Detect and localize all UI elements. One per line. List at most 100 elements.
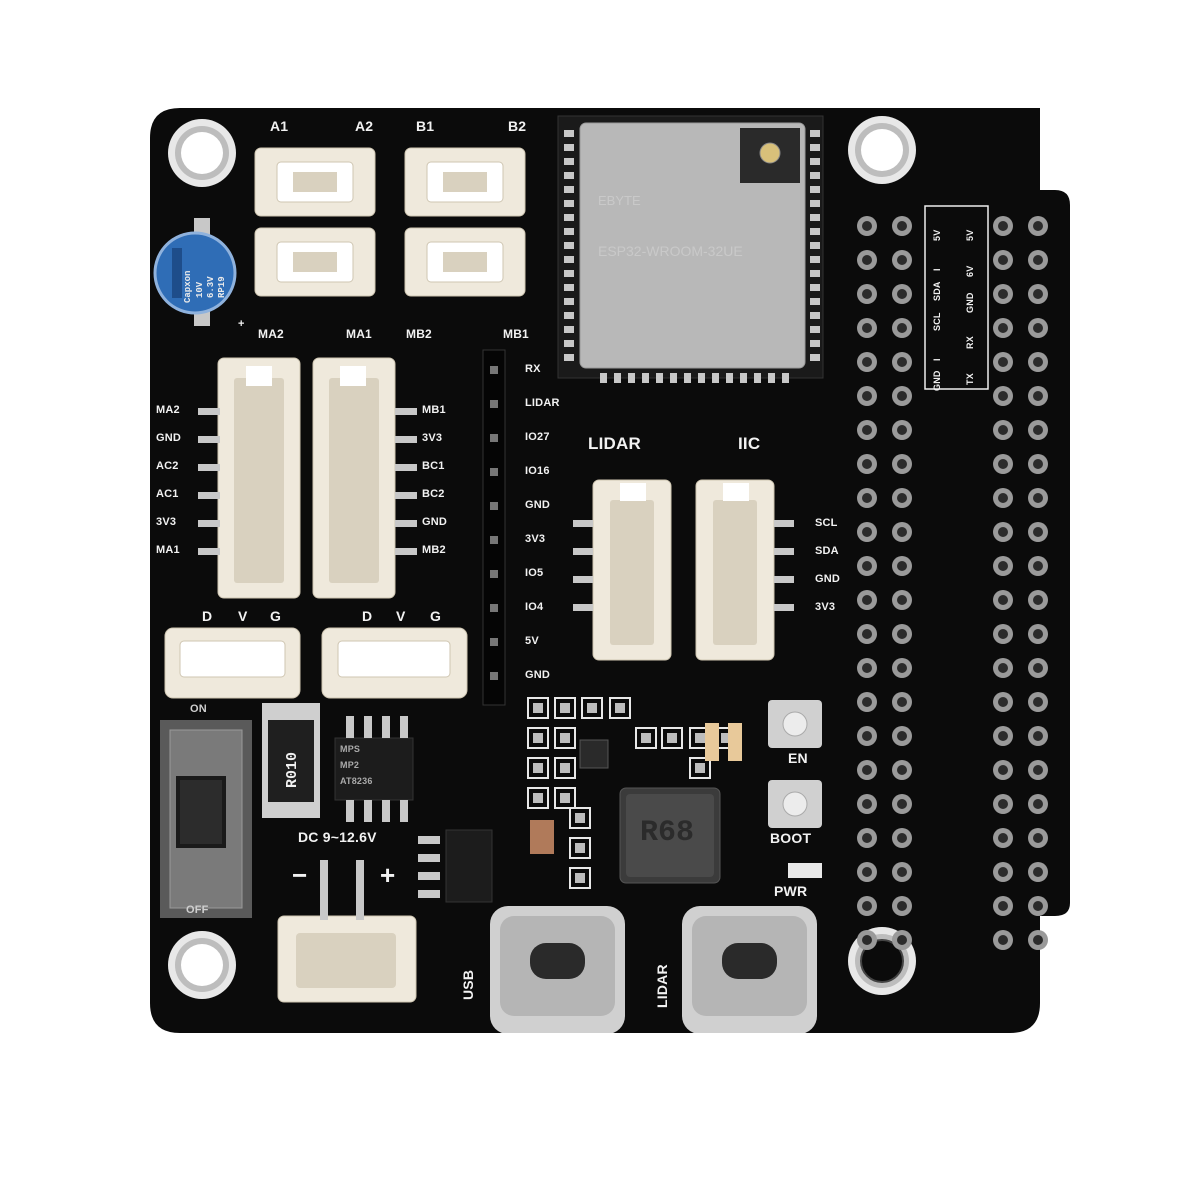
- servo2-g: G: [430, 608, 442, 624]
- smd-part: [695, 763, 705, 773]
- gpio-pin-hole: [897, 663, 907, 673]
- iic-pin-label: SDA: [815, 545, 839, 557]
- smd-part: [560, 763, 570, 773]
- lidar-connector: [592, 479, 672, 661]
- lidar-pin: [573, 548, 593, 555]
- module-pad: [698, 373, 705, 383]
- gpio-pin-hole: [998, 663, 1008, 673]
- gpio-pin-hole: [862, 799, 872, 809]
- io-pin-label: IO27: [525, 431, 550, 443]
- gpio-pin-hole: [897, 595, 907, 605]
- gpio-pin-hole: [862, 527, 872, 537]
- slide-switch: [160, 720, 252, 918]
- pin-table-a: I: [932, 358, 942, 361]
- left-pin-label: MA1: [156, 544, 180, 556]
- module-pad: [564, 340, 574, 347]
- module-pad: [810, 242, 820, 249]
- gpio-pin-hole: [1033, 459, 1043, 469]
- lidar-pin: [573, 520, 593, 527]
- gpio-pin-hole: [1033, 527, 1043, 537]
- chip-pin: [400, 800, 408, 822]
- left-pin-label: GND: [156, 432, 182, 444]
- gpio-pin-hole: [998, 561, 1008, 571]
- module-pad: [628, 373, 635, 383]
- label-a2: A2: [355, 118, 374, 134]
- pin-table-box: [924, 205, 989, 390]
- pin-table-b: TX: [965, 373, 975, 385]
- boot-button: [768, 780, 822, 828]
- io-pin: [490, 570, 498, 578]
- gpio-pin-hole: [998, 867, 1008, 877]
- label-b1: B1: [416, 118, 435, 134]
- label-ma2: MA2: [258, 327, 284, 341]
- servo1-d: D: [202, 608, 213, 624]
- gpio-pin-hole: [998, 289, 1008, 299]
- gpio-pin-hole: [897, 799, 907, 809]
- gpio-pin-hole: [998, 833, 1008, 843]
- module-pad: [684, 373, 691, 383]
- module-pad: [564, 186, 574, 193]
- gpio-pin-hole: [897, 357, 907, 367]
- gpio-pin-hole: [1033, 561, 1043, 571]
- module-pad: [754, 373, 761, 383]
- gpio-pin-hole: [998, 493, 1008, 503]
- driver-mark-1: MPS: [340, 744, 361, 754]
- ph-connector-left: [217, 357, 301, 599]
- servo-connector-1: [164, 627, 301, 699]
- io-pin: [490, 468, 498, 476]
- pin-table-a: GND: [932, 370, 942, 391]
- gpio-pin-hole: [897, 935, 907, 945]
- right-pin-label: MB2: [422, 544, 446, 556]
- chip-pin: [418, 872, 440, 880]
- smd-part: [641, 733, 651, 743]
- module-pad: [712, 373, 719, 383]
- module-pad: [782, 373, 789, 383]
- smd-pad: [635, 727, 657, 749]
- right-pin-label: BC1: [422, 460, 445, 472]
- module-pad: [810, 200, 820, 207]
- gpio-pin-hole: [862, 255, 872, 265]
- gpio-pin-hole: [998, 731, 1008, 741]
- module-pad: [564, 256, 574, 263]
- cap-mark-3: 6.3V: [206, 276, 216, 298]
- module-model: ESP32-WROOM-32UE: [598, 243, 743, 259]
- module-pad: [810, 270, 820, 277]
- module-pad: [810, 298, 820, 305]
- smd-part: [533, 703, 543, 713]
- gpio-pin-hole: [897, 493, 907, 503]
- chip-pin: [364, 800, 372, 822]
- gpio-pin-hole: [862, 935, 872, 945]
- ph-pins: [198, 408, 417, 555]
- servo2-d: D: [362, 608, 373, 624]
- gpio-pin-hole: [1033, 663, 1043, 673]
- smd-part: [615, 703, 625, 713]
- gpio-pin-hole: [998, 935, 1008, 945]
- module-pad: [810, 158, 820, 165]
- io-pin: [490, 366, 498, 374]
- gpio-pin-hole: [862, 425, 872, 435]
- io-pin-label: 3V3: [525, 533, 546, 545]
- ph-pin-left: [198, 548, 220, 555]
- chip-pin: [346, 716, 354, 738]
- gpio-pin-hole: [998, 901, 1008, 911]
- left-pin-label: MA2: [156, 404, 180, 416]
- chip-pin: [400, 716, 408, 738]
- gpio-pin-hole: [1033, 833, 1043, 843]
- smd-components: [527, 697, 742, 889]
- gpio-pin-hole: [862, 629, 872, 639]
- io-pin: [490, 604, 498, 612]
- module-pad: [810, 186, 820, 193]
- gpio-pin-hole: [862, 697, 872, 707]
- led-1: [705, 723, 719, 761]
- module-pad: [642, 373, 649, 383]
- lidar-port-label: LIDAR: [654, 964, 670, 1008]
- gpio-pin-hole: [1033, 595, 1043, 605]
- module-pad: [810, 284, 820, 291]
- right-pin-label: MB1: [422, 404, 446, 416]
- gpio-pin-hole: [1033, 901, 1043, 911]
- io-pin-label: 5V: [525, 635, 539, 647]
- gpio-pin-hole: [1033, 323, 1043, 333]
- smd-pad: [527, 757, 549, 779]
- io-pin-label: RX: [525, 363, 541, 375]
- gpio-pin-hole: [897, 765, 907, 775]
